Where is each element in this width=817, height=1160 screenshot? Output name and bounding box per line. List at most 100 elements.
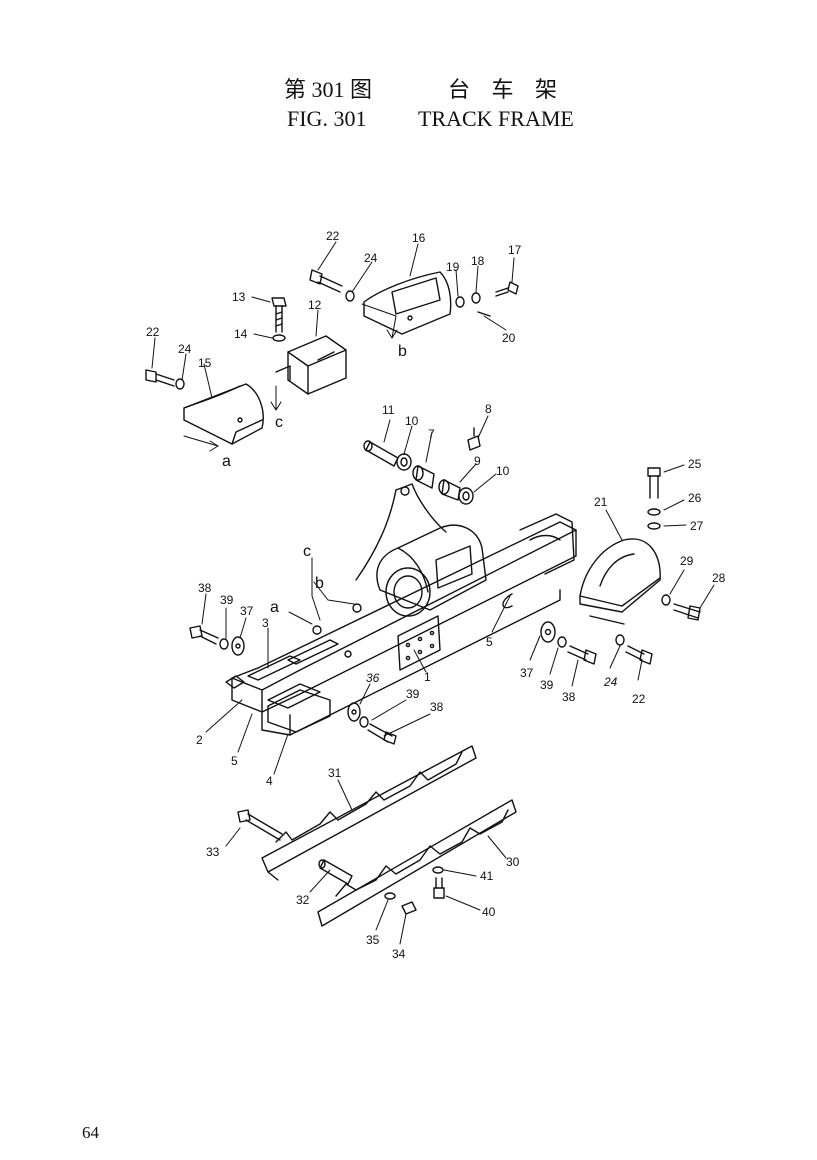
- callout-30: 30: [506, 855, 520, 869]
- callout-39-right: 39: [540, 678, 554, 692]
- shim-36: [347, 702, 361, 722]
- callout-38-mid: 38: [430, 700, 444, 714]
- callout-1: 1: [424, 670, 431, 684]
- washer-27: [647, 522, 661, 530]
- bolt-17: [495, 281, 519, 297]
- nut-19: [455, 296, 465, 308]
- washer-14: [272, 334, 286, 342]
- bolt-40: [433, 877, 445, 899]
- guard-21: [579, 538, 661, 625]
- track-guide-30: [317, 799, 517, 927]
- callout-41: 41: [480, 869, 494, 883]
- callout-39-left: 39: [220, 593, 234, 607]
- callout-38-right: 38: [562, 690, 576, 704]
- bushing-7: [412, 465, 435, 489]
- callout-22-top: 22: [326, 229, 340, 243]
- pin-32: [318, 859, 353, 885]
- callout-5-rear: 5: [486, 635, 493, 649]
- nut-34: [401, 901, 417, 915]
- callout-27: 27: [690, 519, 704, 533]
- track-frame-main: [225, 483, 577, 736]
- reference-arrows: [209, 329, 398, 452]
- callout-10-upper: 10: [405, 414, 419, 428]
- bushing-9: [438, 479, 461, 501]
- figure-number-chinese: 第 301 图: [284, 77, 373, 102]
- ref-c-lower: c: [303, 543, 311, 560]
- bolt-25: [647, 467, 661, 499]
- callout-24-right: 24: [603, 675, 618, 689]
- callout-18: 18: [471, 254, 485, 268]
- callout-2: 2: [196, 733, 203, 747]
- figure-title-english: TRACK FRAME: [418, 106, 574, 131]
- callout-4: 4: [266, 774, 273, 788]
- callout-9: 9: [474, 454, 481, 468]
- bolt-33: [237, 809, 283, 841]
- washer-24-top: [345, 290, 355, 302]
- bolt-13: [271, 297, 287, 333]
- seal-10-lower: [458, 487, 474, 505]
- ref-b-lower: b: [315, 575, 324, 592]
- callout-24-top: 24: [364, 251, 378, 265]
- callout-39-mid: 39: [406, 687, 420, 701]
- callout-11: 11: [382, 403, 395, 417]
- callout-14: 14: [234, 327, 248, 341]
- washer-26: [647, 508, 661, 516]
- callout-40: 40: [482, 905, 496, 919]
- callout-32: 32: [296, 893, 310, 907]
- seal-10-upper: [396, 453, 412, 471]
- callout-labels: 1 2 3 4 5 5 7 8 9 10 10 11 12 13 14 15 1…: [146, 229, 726, 961]
- callout-22-right: 22: [632, 692, 646, 706]
- figure-title-chinese: 台 车 架: [448, 77, 566, 102]
- callout-20: 20: [502, 331, 516, 345]
- callout-24-left: 24: [178, 342, 192, 356]
- callout-37-left: 37: [240, 604, 254, 618]
- bolt-38-right: [567, 645, 597, 665]
- washer-39-left: [219, 638, 229, 650]
- washer-41: [432, 866, 444, 874]
- washer-24-left: [175, 378, 185, 390]
- callout-13: 13: [232, 290, 246, 304]
- ref-a-lower: a: [270, 599, 279, 616]
- callout-17: 17: [508, 243, 522, 257]
- ref-b-upper: b: [398, 343, 407, 360]
- washer-39-right: [557, 636, 567, 648]
- bolt-28: [673, 603, 701, 621]
- callout-3: 3: [262, 616, 269, 630]
- pin-11: [363, 440, 399, 467]
- callout-25: 25: [688, 457, 702, 471]
- washer-24-right: [615, 634, 625, 646]
- washer-29: [661, 594, 671, 606]
- washer-35: [384, 892, 396, 900]
- bolt-22-top: [309, 269, 343, 293]
- callout-31: 31: [328, 766, 342, 780]
- callout-8: 8: [485, 402, 492, 416]
- callout-12: 12: [308, 298, 322, 312]
- callout-15: 15: [198, 356, 212, 370]
- track-guide-31: [261, 745, 477, 881]
- washer-39-mid: [359, 716, 369, 728]
- leader-lines: [151, 241, 715, 945]
- callout-29: 29: [680, 554, 694, 568]
- washer-18: [471, 292, 481, 304]
- callout-34: 34: [392, 947, 406, 961]
- ref-c-upper: c: [275, 414, 283, 431]
- shim-37-left: [231, 636, 245, 656]
- callout-35: 35: [366, 933, 380, 947]
- guard-15: [183, 383, 264, 445]
- bolt-22-right: [625, 645, 653, 665]
- pin-20: [477, 311, 491, 317]
- callout-37-right: 37: [520, 666, 534, 680]
- callout-16: 16: [412, 231, 426, 245]
- ref-a-upper: a: [222, 453, 231, 470]
- callout-5-front: 5: [231, 754, 238, 768]
- grease-fitting-8: [467, 427, 481, 451]
- figure-number-english: FIG. 301: [287, 106, 367, 131]
- callout-38-left: 38: [198, 581, 212, 595]
- callout-28: 28: [712, 571, 726, 585]
- shim-37-right: [540, 621, 556, 643]
- callout-19: 19: [446, 260, 460, 274]
- reference-letters: a a b b c c: [222, 343, 407, 616]
- callout-21: 21: [594, 495, 608, 509]
- bolt-38-left: [189, 625, 219, 645]
